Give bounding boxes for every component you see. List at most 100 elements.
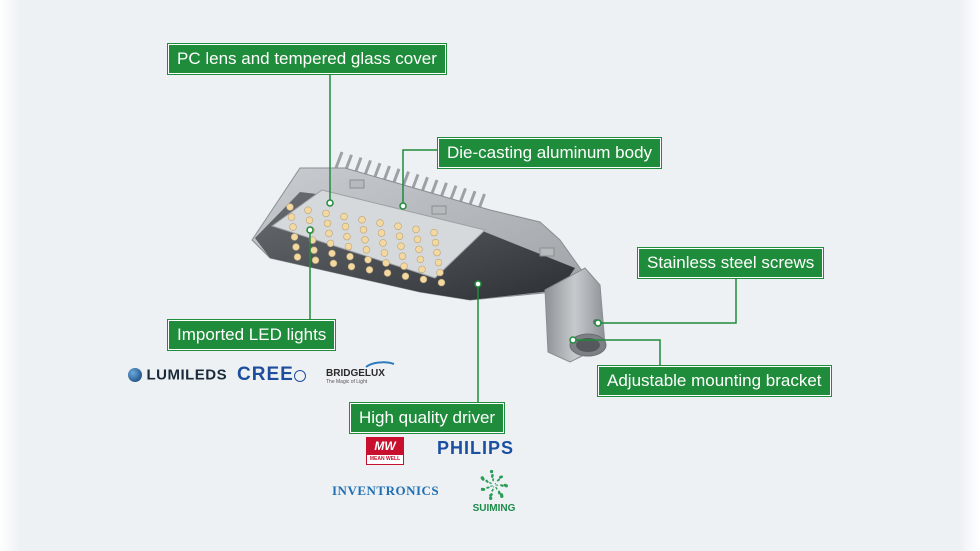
led-chip	[325, 229, 333, 238]
suiming-dot	[496, 484, 499, 486]
led-chip	[340, 212, 348, 221]
suiming-dot	[480, 476, 484, 480]
led-chip-grid	[286, 203, 446, 287]
led-chip	[377, 229, 386, 237]
led-chip	[416, 255, 425, 264]
led-chip	[413, 235, 422, 244]
led-chip	[395, 232, 404, 240]
led-chip	[326, 239, 335, 248]
suiming-dot	[480, 487, 484, 491]
led-chip	[289, 223, 297, 231]
suiming-dot	[497, 478, 501, 481]
led-chip	[341, 222, 350, 231]
lumileds-wordmark: LUMILEDS	[146, 366, 228, 384]
led-chip	[292, 243, 300, 251]
suiming-dot	[486, 486, 489, 489]
led-chip	[322, 209, 330, 218]
led-chip	[418, 265, 426, 274]
led-chip	[343, 232, 351, 241]
leader-lines	[309, 72, 737, 403]
suiming-dot	[492, 486, 495, 488]
philips-wordmark: PHILIPS	[437, 438, 515, 458]
left-edge-fade	[0, 0, 20, 551]
led-chip	[358, 216, 366, 224]
suiming-dot	[489, 469, 494, 474]
led-chip	[397, 242, 405, 250]
label-steel-screws: Stainless steel screws	[638, 248, 824, 278]
led-chip	[401, 272, 410, 280]
leader-dots	[306, 199, 602, 344]
suiming-dot	[498, 491, 501, 495]
suiming-mark-icon	[480, 469, 508, 500]
label-aluminum-body: Die-casting aluminum body	[438, 138, 662, 168]
led-chip	[308, 236, 317, 244]
bridgelux-logo: BRIDGELUX The Magic of Light	[326, 360, 396, 385]
suiming-dot	[489, 494, 493, 497]
suiming-dot	[495, 486, 497, 489]
cree-wordmark: CREE	[237, 364, 294, 385]
led-chip	[290, 233, 299, 241]
led-chip	[419, 275, 428, 284]
led-chip	[380, 249, 389, 257]
led-chip	[364, 256, 372, 264]
suiming-dot	[489, 481, 491, 484]
led-chip	[323, 219, 332, 228]
led-chip	[286, 203, 294, 211]
led-chip	[293, 253, 302, 261]
led-chip	[436, 268, 444, 277]
led-chip	[328, 249, 336, 258]
meanwell-mark: MW	[367, 438, 403, 455]
screw-block-2	[431, 205, 447, 215]
lumileds-mark-icon	[128, 367, 142, 382]
led-chip	[437, 278, 446, 287]
suiming-dot	[494, 482, 496, 485]
led-chip	[344, 242, 353, 251]
cree-logo: CREE	[237, 364, 307, 386]
suiming-dot	[491, 485, 493, 487]
led-chip	[398, 252, 407, 260]
bridgelux-tagline: The Magic of Light	[326, 379, 368, 385]
led-chip	[433, 248, 441, 257]
suiming-dot	[501, 484, 504, 487]
led-chip	[382, 259, 390, 267]
cooling-fin	[334, 151, 344, 169]
led-chip	[431, 238, 440, 247]
led-chip	[434, 258, 443, 267]
suiming-dot	[491, 474, 494, 477]
suiming-dot	[500, 475, 503, 479]
led-chip	[347, 262, 356, 271]
inventronics-wordmark: INVENTRONICS	[332, 483, 440, 498]
suiming-wordmark: SUIMING	[472, 503, 516, 514]
leader-bracket	[575, 339, 661, 367]
suiming-dot	[492, 479, 494, 482]
cree-mark-icon	[294, 369, 307, 382]
suiming-dot	[485, 479, 488, 483]
led-chip	[311, 256, 320, 264]
led-chip	[346, 252, 354, 261]
led-chip	[310, 246, 318, 254]
led-chip	[376, 219, 384, 227]
led-chip	[329, 259, 338, 268]
screw-block-3	[539, 247, 555, 257]
led-chip	[287, 213, 296, 221]
led-chip	[305, 216, 314, 224]
suiming-dot	[490, 485, 492, 487]
suiming-dot	[495, 484, 497, 486]
label-mounting-bracket: Adjustable mounting bracket	[598, 366, 831, 396]
meanwell-wordmark: MEAN WELL	[369, 456, 401, 462]
leader-screws	[600, 275, 737, 324]
screw-block-1	[349, 179, 365, 189]
label-led-lights: Imported LED lights	[168, 320, 336, 350]
philips-logo: PHILIPS	[437, 438, 514, 459]
label-lens-cover: PC lens and tempered glass cover	[168, 44, 446, 74]
led-chip	[394, 222, 402, 230]
led-chip	[400, 262, 408, 270]
lumileds-logo: LUMILEDS	[128, 366, 227, 384]
led-chip	[304, 206, 312, 214]
suiming-dot	[491, 489, 494, 492]
suiming-dot	[495, 487, 498, 490]
suiming-dot	[488, 496, 493, 500]
led-chip	[412, 225, 420, 234]
